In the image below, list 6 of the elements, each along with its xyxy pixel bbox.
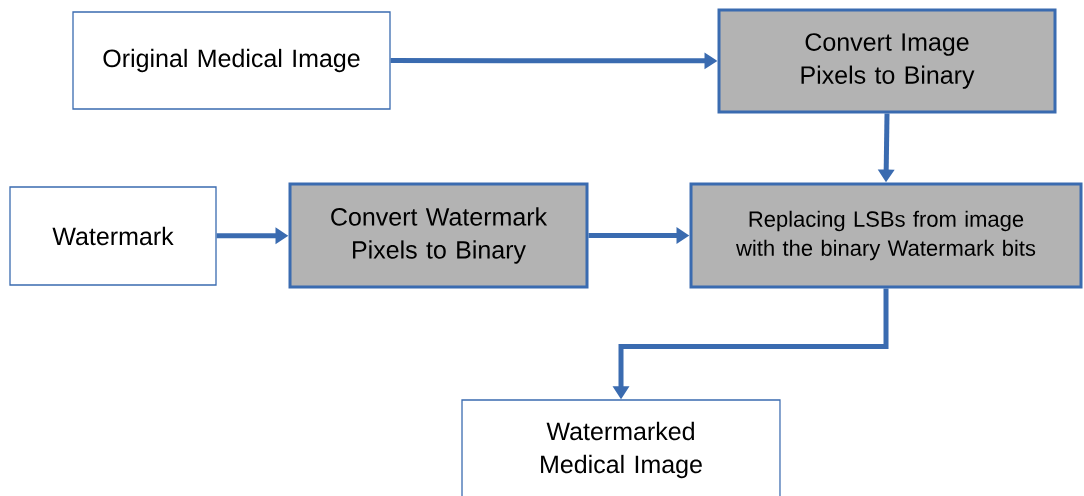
process-box: Convert Watermark Pixels to Binary [288, 182, 589, 289]
process-box: Replacing LSBs from image with the binary Watermark bits [689, 182, 1083, 289]
data-box: Original Medical Image [72, 11, 391, 110]
data-box: Watermark [9, 186, 217, 286]
process-box: Convert Image Pixels to Binary [717, 8, 1057, 114]
data-box: Watermarked Medical Image [461, 399, 781, 496]
